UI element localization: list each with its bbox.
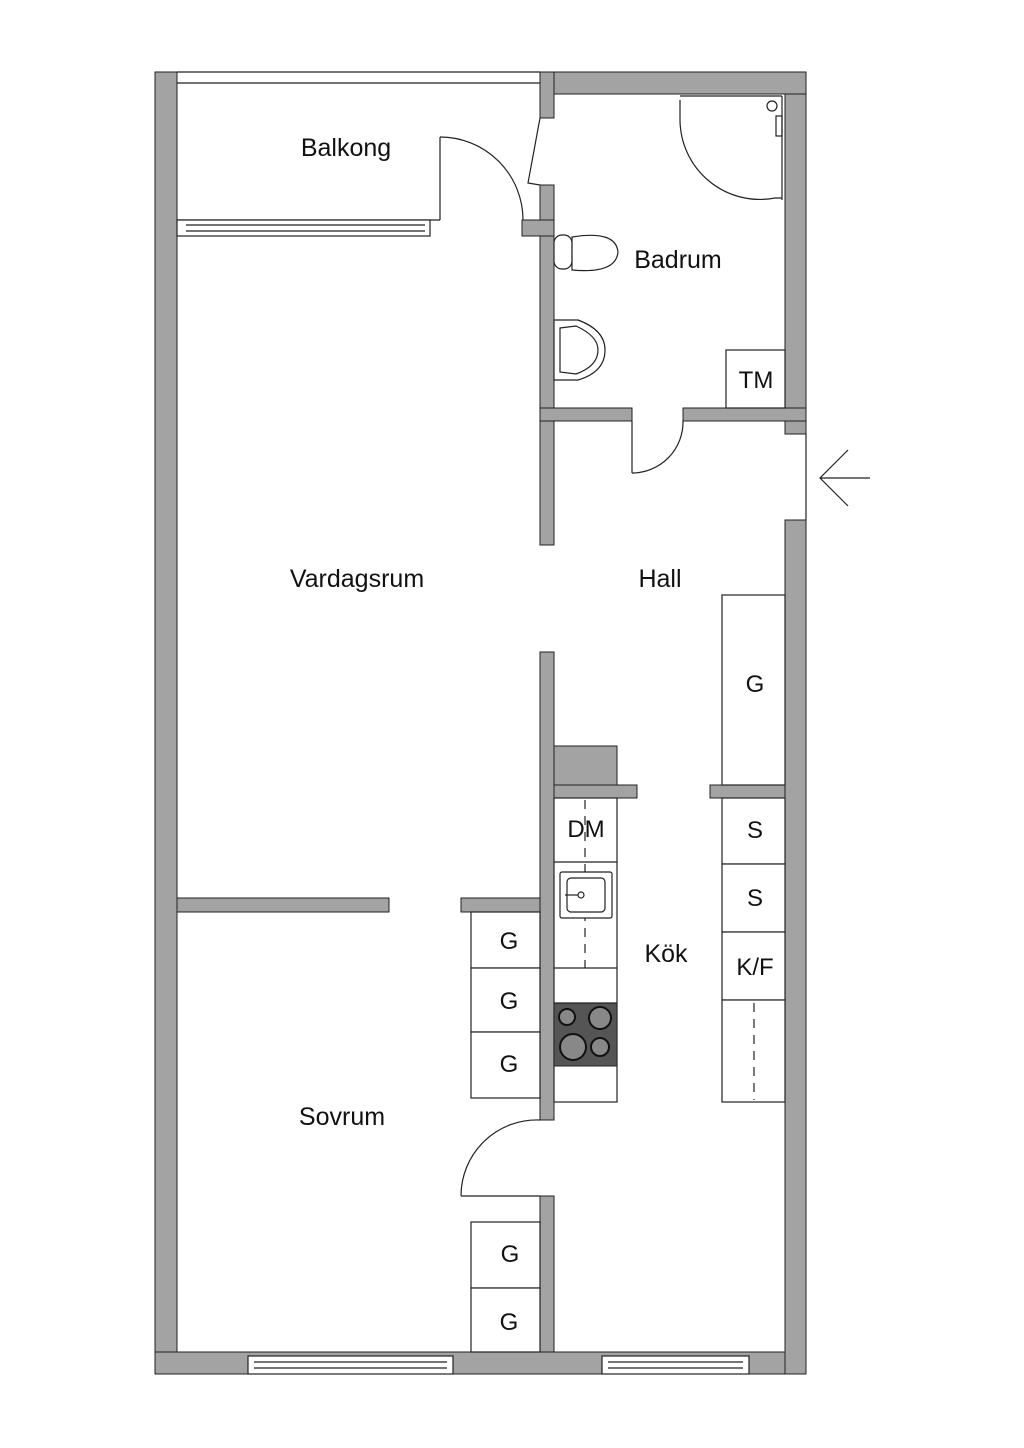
sink-icon <box>553 319 606 381</box>
wardrobe-label: G <box>500 1309 519 1336</box>
entrance-arrow-icon <box>819 449 870 507</box>
kitchen-window <box>601 1355 750 1375</box>
stove-icon <box>553 1002 618 1067</box>
washing-machine-label: TM <box>739 367 774 394</box>
bedroom-window <box>247 1355 454 1375</box>
hall-wardrobe-label: G <box>746 671 765 698</box>
kitchen-sink-icon <box>559 871 613 919</box>
toilet-icon <box>553 234 619 272</box>
wardrobe-label: G <box>500 928 519 955</box>
bathroom-window <box>527 117 541 186</box>
bedroom-door[interactable] <box>460 1119 541 1197</box>
pantry-label: S <box>747 817 763 844</box>
room-label-kitchen: Kök <box>644 940 688 968</box>
room-label-bathroom: Badrum <box>634 246 722 274</box>
washing-machine: TM <box>725 349 786 409</box>
bathroom-door[interactable] <box>631 420 684 474</box>
bedroom-wardrobes-upper: G G G <box>470 911 541 1099</box>
hall-wardrobe: G <box>721 594 786 786</box>
room-label-living-room: Vardagsrum <box>290 565 424 593</box>
wardrobe-label: G <box>500 988 519 1015</box>
room-label-hall: Hall <box>638 565 681 593</box>
wardrobe-label: G <box>501 1241 520 1268</box>
kitchen-right-units: S S K/F <box>721 797 786 1103</box>
room-label-balcony: Balkong <box>301 134 391 162</box>
shower-icon <box>679 95 783 201</box>
pantry-label: S <box>747 885 763 912</box>
wardrobe-label: G <box>500 1051 519 1078</box>
dishwasher-label: DM <box>567 816 604 843</box>
room-label-bedroom: Sovrum <box>299 1103 385 1131</box>
fridge-freezer-label: K/F <box>736 954 773 981</box>
bedroom-wardrobes-lower: G G <box>470 1221 541 1353</box>
balcony-window <box>176 219 431 237</box>
kitchen-counter: DM <box>553 797 618 1103</box>
balcony-door[interactable] <box>439 136 524 221</box>
